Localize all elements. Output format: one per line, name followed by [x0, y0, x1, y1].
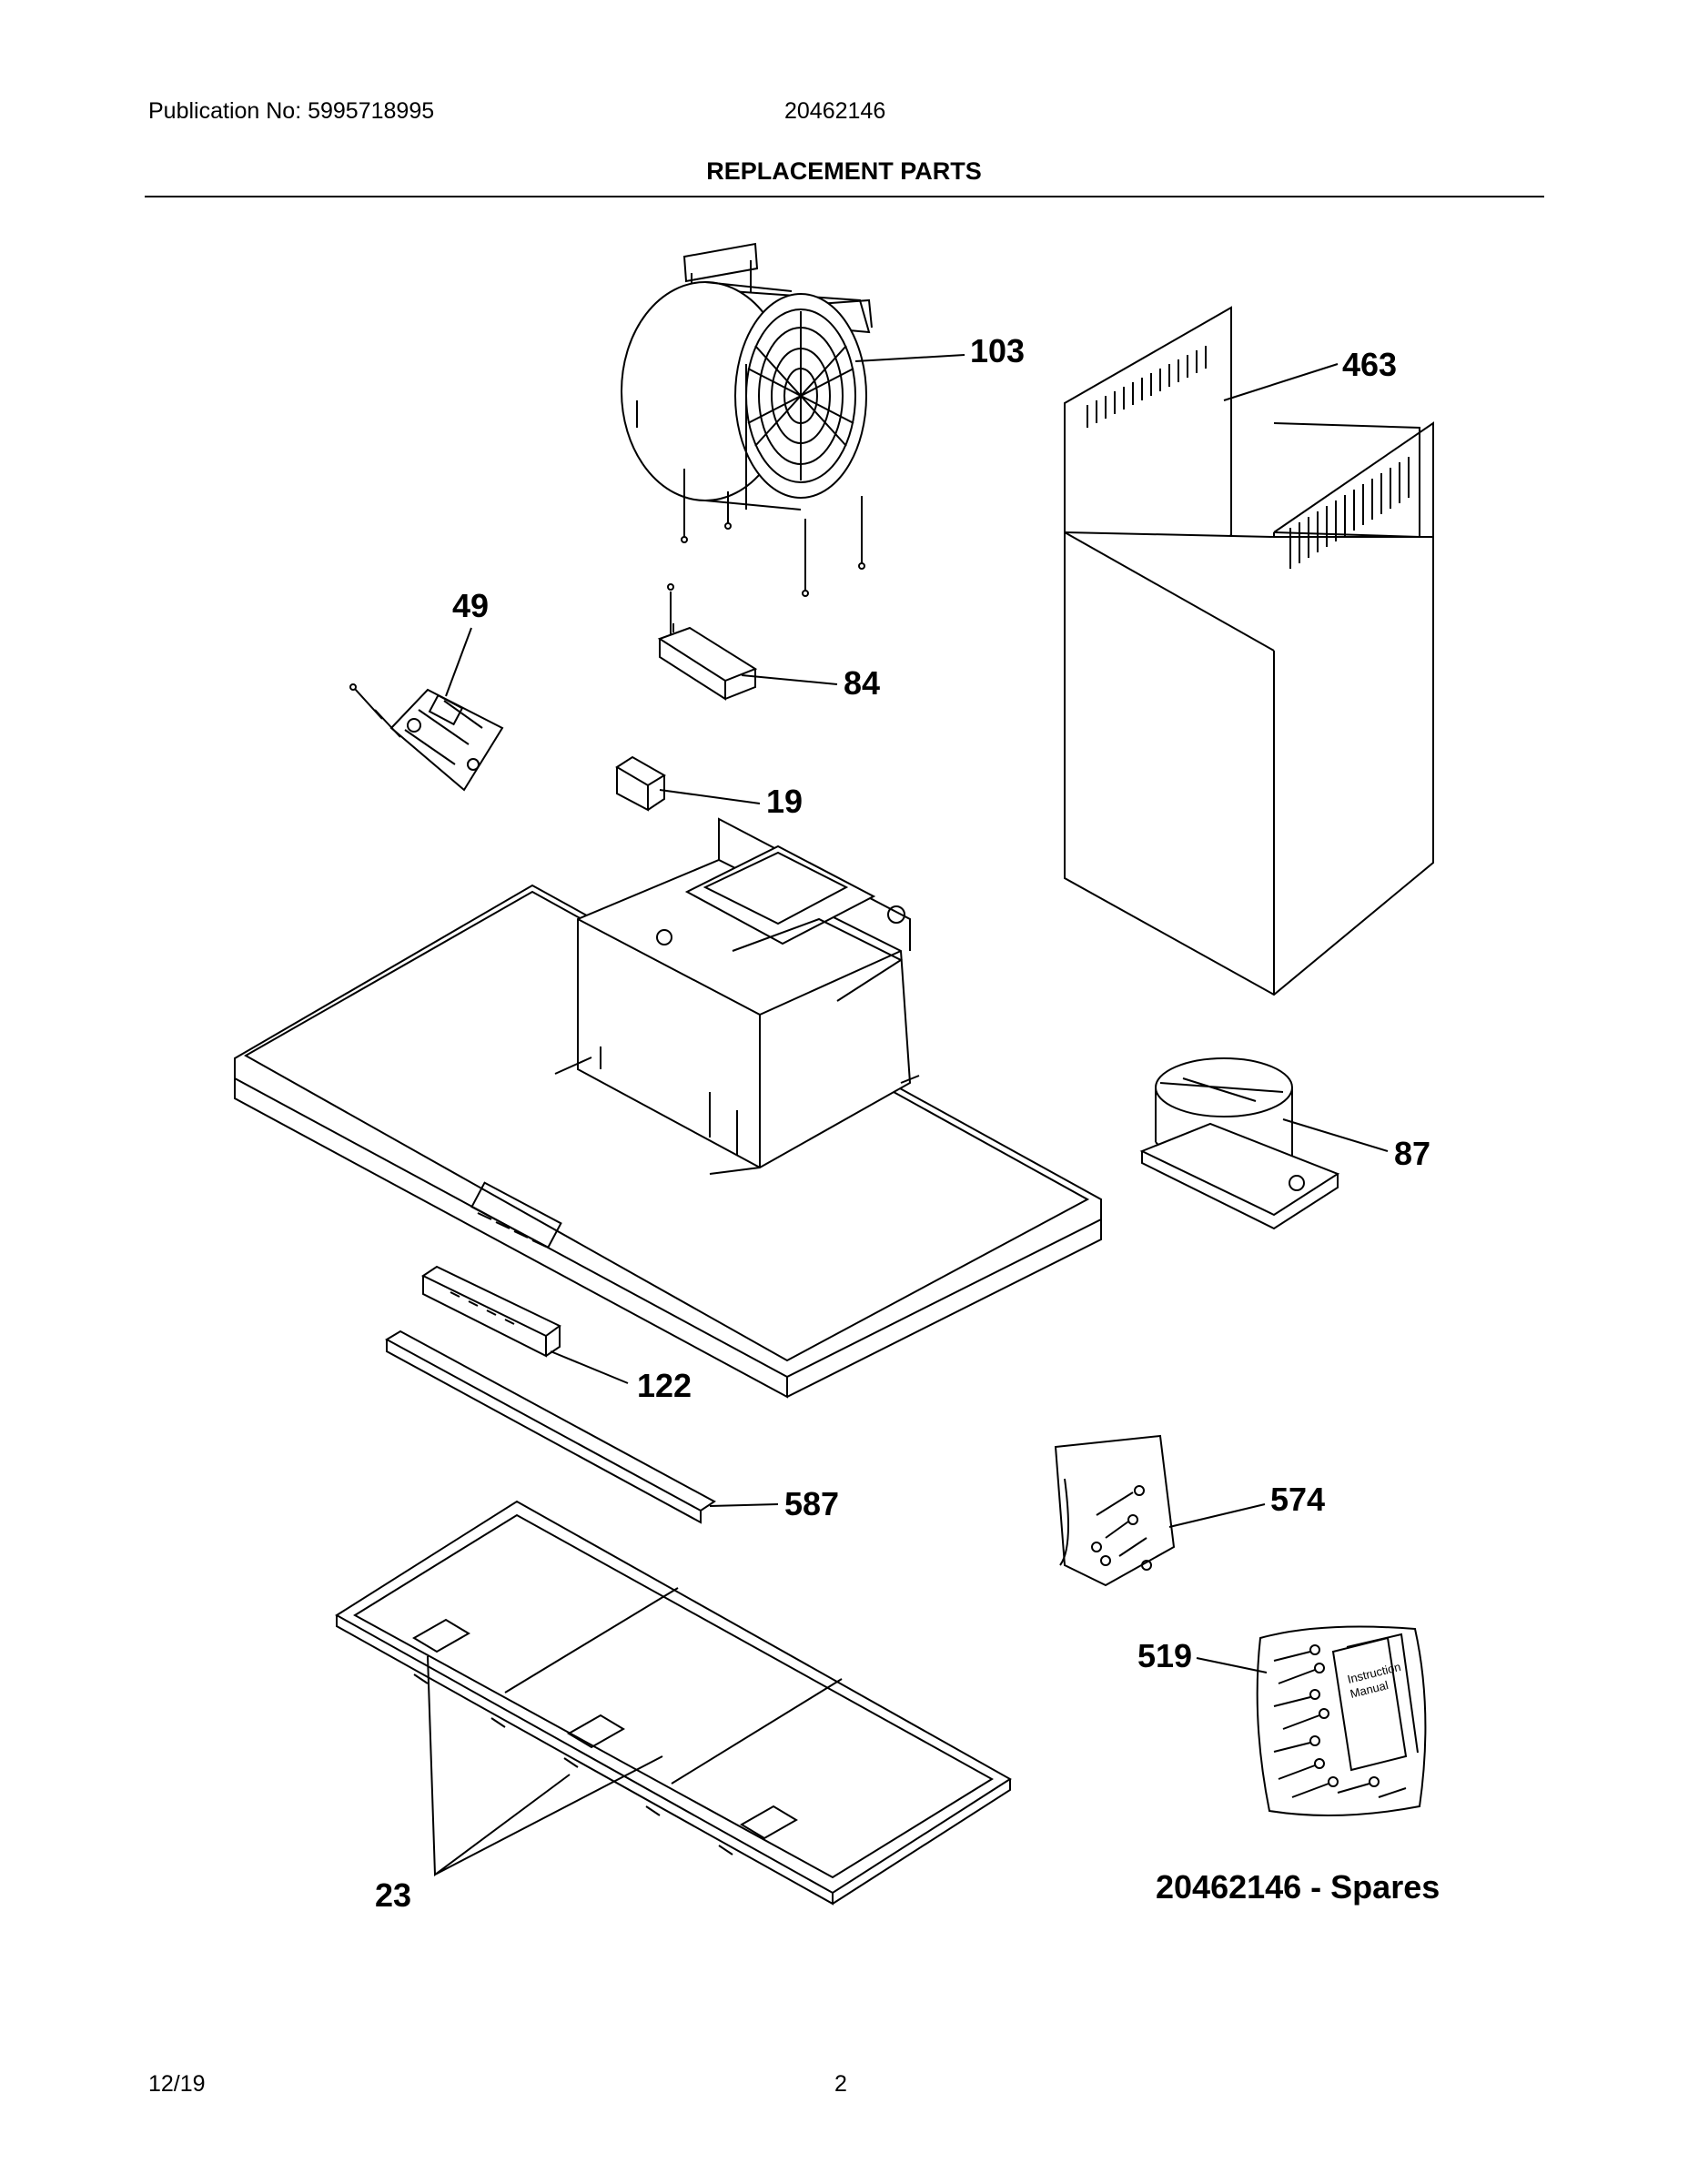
callout-103: 103 [970, 332, 1025, 369]
control-panel-part [420, 1265, 561, 1358]
callout-463: 463 [1342, 346, 1397, 383]
footer-date: 12/19 [148, 2071, 206, 2097]
model-number: 20462146 [784, 98, 886, 124]
callout-574: 574 [1270, 1481, 1325, 1518]
callout-122: 122 [637, 1367, 692, 1404]
callout-87: 87 [1394, 1135, 1430, 1172]
small-module-part [615, 755, 666, 812]
publication-number: Publication No: 5995718995 [148, 98, 435, 124]
callout-23: 23 [375, 1876, 411, 1914]
duct-adapter-part [1139, 1057, 1340, 1230]
grease-filters-part [335, 1500, 1012, 1906]
callout-519: 519 [1137, 1637, 1192, 1674]
hood-canopy-part [234, 817, 1102, 1399]
callout-84: 84 [844, 664, 880, 702]
spares-caption: 20462146 - Spares [1156, 1868, 1440, 1906]
blower-assembly-part [621, 242, 873, 637]
callout-19: 19 [766, 783, 803, 820]
page-title: REPLACEMENT PARTS [706, 157, 982, 185]
callout-49: 49 [452, 587, 489, 624]
hardware-bag-part [1054, 1434, 1176, 1587]
leader-lines [427, 354, 1389, 1876]
trim-strip-part [384, 1330, 716, 1524]
page-number: 2 [834, 2071, 847, 2097]
callout-587: 587 [784, 1485, 839, 1522]
header-rule [145, 196, 1544, 197]
chimney-cover-part [1064, 306, 1434, 996]
spares-kit-part [1256, 1625, 1427, 1816]
control-board-part [349, 683, 504, 792]
capacitor-part [657, 623, 758, 701]
